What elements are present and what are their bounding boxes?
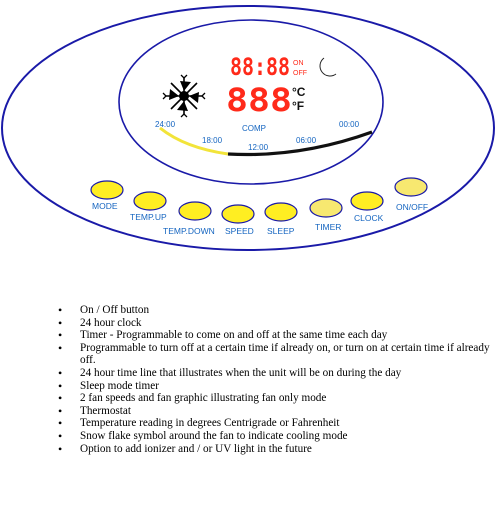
timeline-label-12: 12:00 bbox=[248, 143, 269, 152]
clock-button[interactable]: CLOCK bbox=[350, 191, 384, 223]
feature-item: Temperature reading in degrees Centrigra… bbox=[58, 417, 498, 430]
temp-up-button-label: TEMP.UP bbox=[130, 212, 167, 222]
temperature-display: 888 bbox=[226, 81, 292, 119]
speed-button[interactable]: SPEED bbox=[221, 204, 255, 236]
fan-snowflake-icon bbox=[162, 74, 206, 118]
clock-display: 88:88 bbox=[230, 53, 290, 81]
onoff-button-label: ON/OFF bbox=[396, 202, 428, 212]
mode-button-label: MODE bbox=[92, 201, 118, 211]
feature-item: 2 fan speeds and fan graphic illustratin… bbox=[58, 392, 498, 405]
feature-item: On / Off button bbox=[58, 304, 498, 317]
temp-down-button-label: TEMP.DOWN bbox=[163, 226, 215, 236]
timeline-label-00: 00:00 bbox=[339, 120, 360, 129]
sleep-button-label: SLEEP bbox=[267, 226, 295, 236]
clock-button-label: CLOCK bbox=[354, 213, 384, 223]
temp-down-button[interactable]: TEMP.DOWN bbox=[163, 201, 215, 236]
clock-off-indicator: OFF bbox=[293, 70, 307, 77]
comp-indicator: COMP bbox=[242, 124, 266, 133]
mode-button[interactable]: MODE bbox=[90, 180, 124, 211]
timeline-arc-off bbox=[227, 130, 373, 157]
moon-icon bbox=[319, 57, 337, 77]
timer-button-label: TIMER bbox=[315, 222, 341, 232]
timer-button[interactable]: TIMER bbox=[309, 198, 343, 232]
temp-up-button[interactable]: TEMP.UP bbox=[130, 191, 167, 222]
feature-item: 24 hour clock bbox=[58, 317, 498, 330]
timeline-label-24: 24:00 bbox=[155, 120, 176, 129]
feature-item: Thermostat bbox=[58, 405, 498, 418]
feature-item: Option to add ionizer and / or UV light … bbox=[58, 443, 498, 456]
feature-item: Programmable to turn off at a certain ti… bbox=[58, 342, 498, 367]
unit-fahrenheit: °F bbox=[292, 99, 304, 113]
feature-item: Timer - Programmable to come on and off … bbox=[58, 329, 498, 342]
control-panel: 88:88 ON OFF 888 °C °F 24:0 bbox=[1, 5, 495, 251]
clock-on-indicator: ON bbox=[293, 60, 304, 67]
timeline-label-18: 18:00 bbox=[202, 136, 223, 145]
sleep-button[interactable]: SLEEP bbox=[264, 202, 298, 236]
unit-celsius: °C bbox=[292, 85, 306, 99]
feature-item: Snow flake symbol around the fan to indi… bbox=[58, 430, 498, 443]
speed-button-label: SPEED bbox=[225, 226, 254, 236]
feature-list: On / Off button 24 hour clock Timer - Pr… bbox=[58, 304, 498, 455]
feature-item: Sleep mode timer bbox=[58, 380, 498, 393]
timeline-arc-on bbox=[159, 126, 229, 156]
timeline-label-06: 06:00 bbox=[296, 136, 317, 145]
feature-item: 24 hour time line that illustrates when … bbox=[58, 367, 498, 380]
onoff-button[interactable]: ON/OFF bbox=[394, 177, 428, 212]
